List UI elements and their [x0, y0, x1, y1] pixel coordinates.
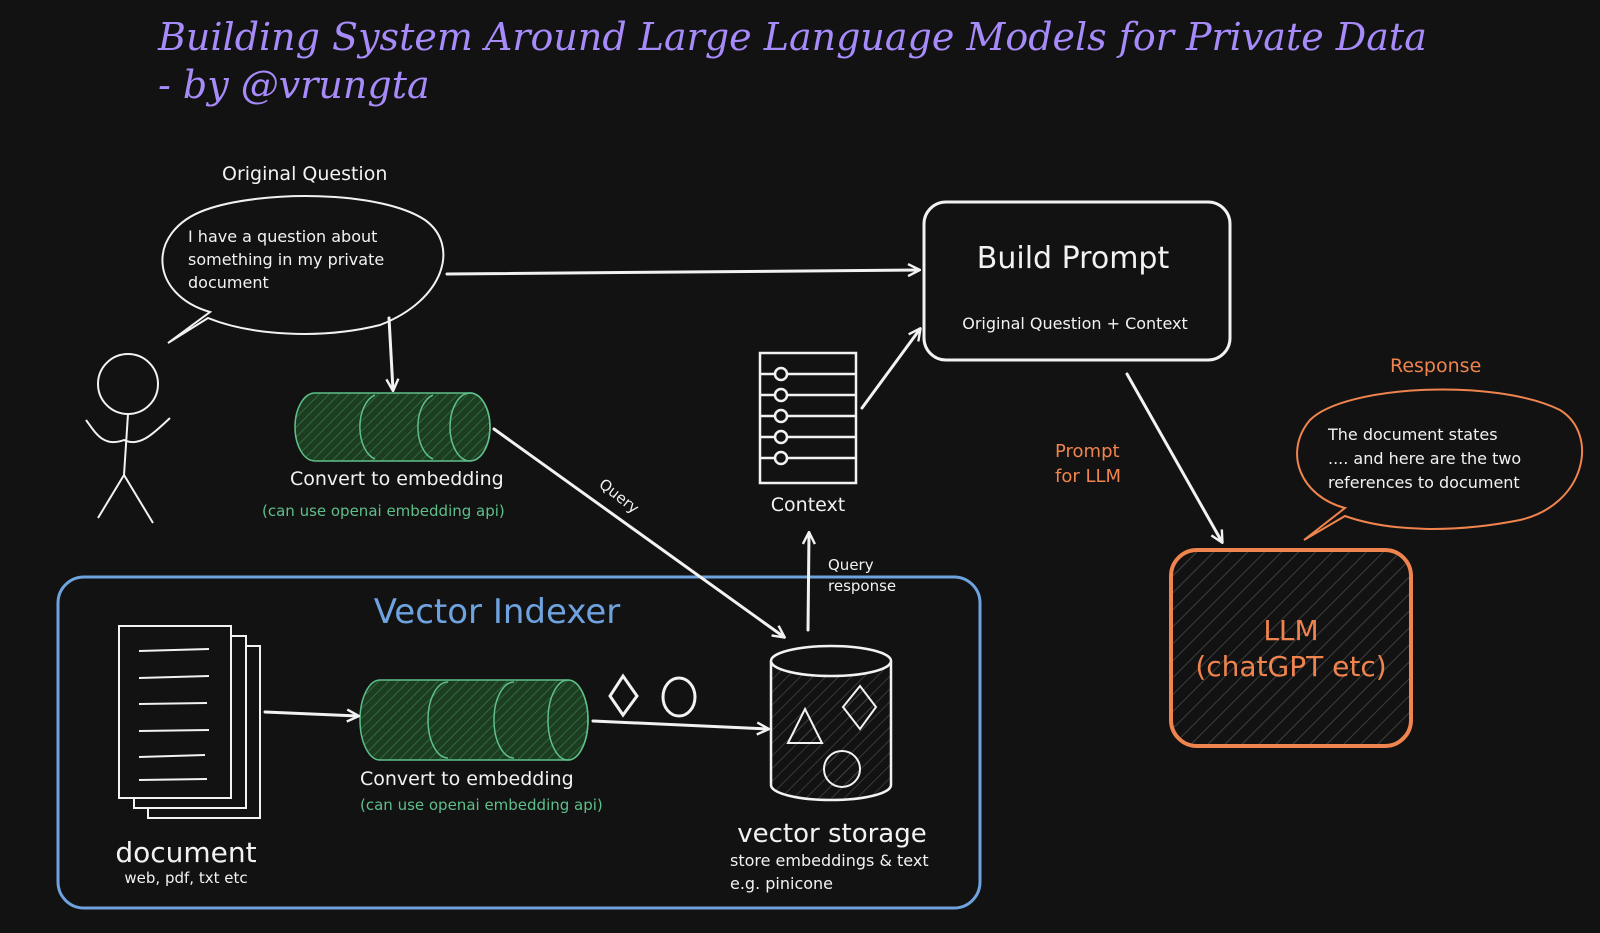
question-bubble-line3: document	[188, 273, 269, 292]
original-question-label: Original Question	[222, 163, 387, 185]
embedding-cylinder-top	[294, 392, 491, 462]
diagram-title-line2: - by @vrungta	[158, 63, 430, 107]
arrow-build-prompt-to-llm	[1125, 372, 1222, 542]
llm-label-line2: (chatGPT etc)	[1195, 650, 1386, 683]
vector-storage-label: vector storage	[737, 819, 927, 849]
document-label: document	[115, 836, 256, 869]
question-speech-bubble	[161, 195, 445, 344]
circle-token-icon	[661, 676, 697, 718]
question-bubble-line1: I have a question about	[188, 227, 377, 246]
build-prompt-subtitle: Original Question + Context	[962, 314, 1188, 333]
vector-indexer-box	[56, 575, 982, 910]
arrow-document-to-embedding	[263, 712, 358, 716]
query-label: Query	[596, 475, 643, 517]
query-response-line2: response	[828, 577, 896, 595]
embedding-bottom-note: (can use openai embedding api)	[360, 796, 603, 814]
response-bubble-line3: references to document	[1328, 473, 1520, 492]
query-response-line1: Query	[828, 556, 874, 574]
embedding-cylinder-bottom	[359, 679, 589, 761]
arrow-context-to-build-prompt	[860, 329, 920, 410]
embedding-top-label: Convert to embedding	[290, 468, 504, 490]
build-prompt-box	[922, 200, 1232, 362]
connector-arrows	[263, 270, 1222, 729]
document-stack-icon	[118, 625, 261, 819]
arrow-question-to-embedding	[389, 316, 393, 390]
diamond-token-icon	[608, 673, 639, 718]
arrow-question-to-build-prompt	[445, 270, 919, 274]
response-speech-bubble	[1296, 388, 1584, 541]
response-bubble-line1: The document states	[1327, 425, 1498, 444]
arrow-embedding-to-storage	[492, 427, 784, 637]
context-label: Context	[771, 494, 845, 516]
prompt-for-llm-line1: Prompt	[1055, 441, 1120, 462]
document-note: web, pdf, txt etc	[124, 869, 247, 887]
response-label: Response	[1390, 355, 1481, 377]
user-stick-figure	[85, 353, 171, 524]
diagram-title-line1: Building System Around Large Language Mo…	[157, 15, 1427, 59]
vector-indexer-title: Vector Indexer	[374, 592, 621, 632]
arrow-embedding-to-storage-bottom	[591, 719, 768, 729]
prompt-for-llm-line2: for LLM	[1055, 466, 1121, 487]
llm-label-line1: LLM	[1263, 614, 1318, 647]
response-bubble-line2: .... and here are the two	[1328, 449, 1521, 468]
embedding-top-note: (can use openai embedding api)	[262, 502, 505, 520]
llm-box	[1169, 548, 1413, 748]
embedding-bottom-label: Convert to embedding	[360, 768, 574, 790]
question-bubble-line2: something in my private	[188, 250, 384, 269]
build-prompt-title: Build Prompt	[977, 241, 1170, 276]
context-list-icon	[758, 351, 858, 485]
arrow-storage-to-context	[808, 533, 809, 632]
vector-storage-note-line1: store embeddings & text	[730, 851, 929, 870]
vector-storage-note-line2: e.g. pinicone	[730, 874, 833, 893]
vector-storage-cylinder	[769, 644, 893, 802]
